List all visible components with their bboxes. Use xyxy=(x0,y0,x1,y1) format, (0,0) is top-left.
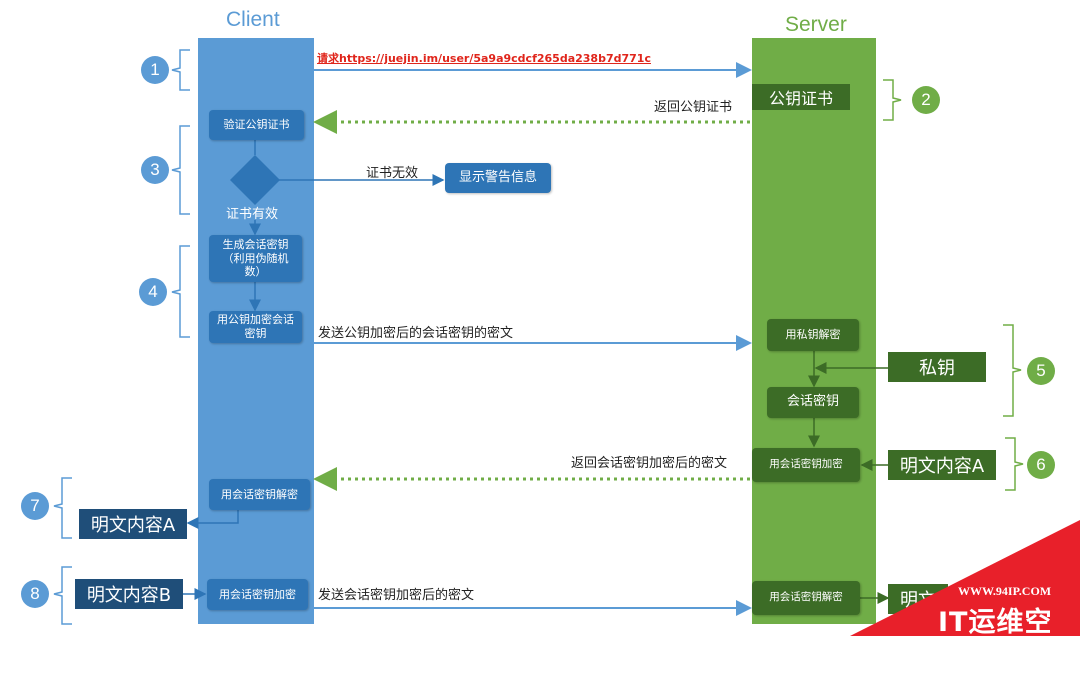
step-2-badge: 2 xyxy=(912,86,940,114)
step-6-badge: 6 xyxy=(1027,451,1055,479)
server-plain-a-box: 明文内容A xyxy=(888,450,996,480)
client-encrypt-box: 用会话密钥加密 xyxy=(207,579,308,610)
decision-diamond xyxy=(230,155,280,205)
verify-cert-box: 验证公钥证书 xyxy=(209,110,304,140)
flow-connectors xyxy=(53,49,1024,625)
step-4-badge: 4 xyxy=(139,278,167,306)
public-cert-box: 公钥证书 xyxy=(752,84,850,110)
step-1-badge: 1 xyxy=(141,56,169,84)
step-8-badge: 8 xyxy=(21,580,49,608)
client-plain-a-box: 明文内容A xyxy=(79,509,187,539)
watermark-corner xyxy=(850,520,1080,636)
client-decrypt-box: 用会话密钥解密 xyxy=(209,479,310,510)
private-decrypt-box: 用私钥解密 xyxy=(767,319,859,351)
step-brackets xyxy=(53,49,190,625)
step-7-badge: 7 xyxy=(21,492,49,520)
cert-invalid-label: 证书无效 xyxy=(366,166,419,181)
private-key-box: 私钥 xyxy=(888,352,986,382)
cert-valid-label: 证书有效 xyxy=(226,207,279,222)
server-title: Server xyxy=(785,13,847,36)
session-key-box: 会话密钥 xyxy=(767,387,859,418)
show-warning-box: 显示警告信息 xyxy=(445,163,551,193)
return-cert-label: 返回公钥证书 xyxy=(654,100,733,115)
step-5-badge: 5 xyxy=(1027,357,1055,385)
gen-session-key-box: 生成会话密钥（利用伪随机数） xyxy=(209,235,302,282)
request-label: 请求https://juejin.im/user/5a9a9cdcf265da2… xyxy=(317,52,651,65)
watermark-brand: IT运维空间 xyxy=(938,607,1053,677)
send-key-label: 发送公钥加密后的会话密钥的密文 xyxy=(318,326,514,341)
send-cipher-label: 发送会话密钥加密后的密文 xyxy=(318,588,475,603)
server-encrypt-box: 用会话密钥加密 xyxy=(752,448,860,482)
server-decrypt-box: 用会话密钥解密 xyxy=(752,581,860,615)
encrypt-session-key-box: 用公钥加密会话密钥 xyxy=(209,311,302,343)
step-3-badge: 3 xyxy=(141,156,169,184)
watermark-url: WWW.94IP.COM xyxy=(958,584,1052,598)
client-plain-b-box: 明文内容B xyxy=(75,579,183,609)
return-cipher-label: 返回会话密钥加密后的密文 xyxy=(571,456,728,471)
client-title: Client xyxy=(226,8,280,31)
